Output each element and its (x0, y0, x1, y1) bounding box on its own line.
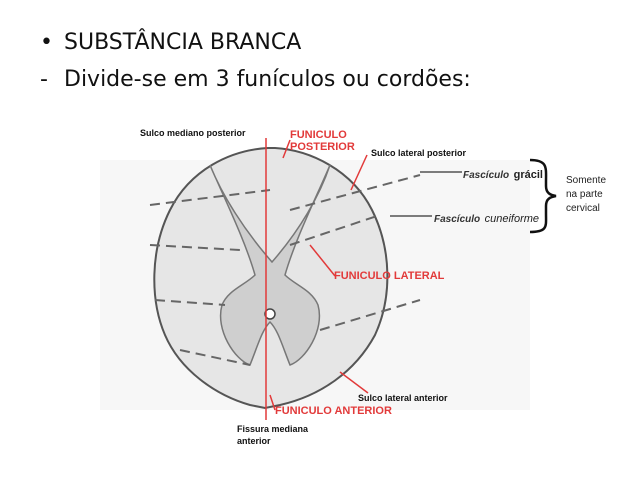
label-fasciculo-cuneiforme: Fascículo cuneiforme (434, 209, 539, 227)
note-line-3: cervical (566, 202, 606, 216)
note-line-1: Somente (566, 174, 606, 188)
cuneiforme-word: cuneiforme (485, 213, 539, 225)
label-fissura-mediana-anterior: Fissura mediana anterior (237, 423, 308, 447)
note-line-2: na parte (566, 188, 606, 202)
label-fasciculo-gracil: Fascículo grácil (463, 165, 543, 183)
fasciculo-word: Fascículo (463, 170, 509, 181)
fasciculo-word: Fascículo (434, 214, 480, 225)
label-funiculo-posterior-line2: POSTERIOR (290, 141, 355, 153)
label-sulco-lateral-posterior: Sulco lateral posterior (371, 148, 466, 158)
fissura-line1: Fissura mediana (237, 423, 308, 435)
fissura-line2: anterior (237, 435, 308, 447)
label-funiculo-anterior: FUNICULO ANTERIOR (275, 405, 392, 417)
note-somente-cervical: Somente na parte cervical (566, 174, 606, 216)
label-sulco-mediano-posterior: Sulco mediano posterior (140, 128, 246, 138)
label-funiculo-posterior-line1: FUNICULO (290, 129, 355, 141)
gracil-word: grácil (514, 169, 543, 181)
label-funiculo-posterior: FUNICULO POSTERIOR (290, 129, 355, 153)
label-sulco-lateral-anterior: Sulco lateral anterior (358, 393, 448, 403)
label-funiculo-lateral: FUNICULO LATERAL (334, 270, 444, 282)
